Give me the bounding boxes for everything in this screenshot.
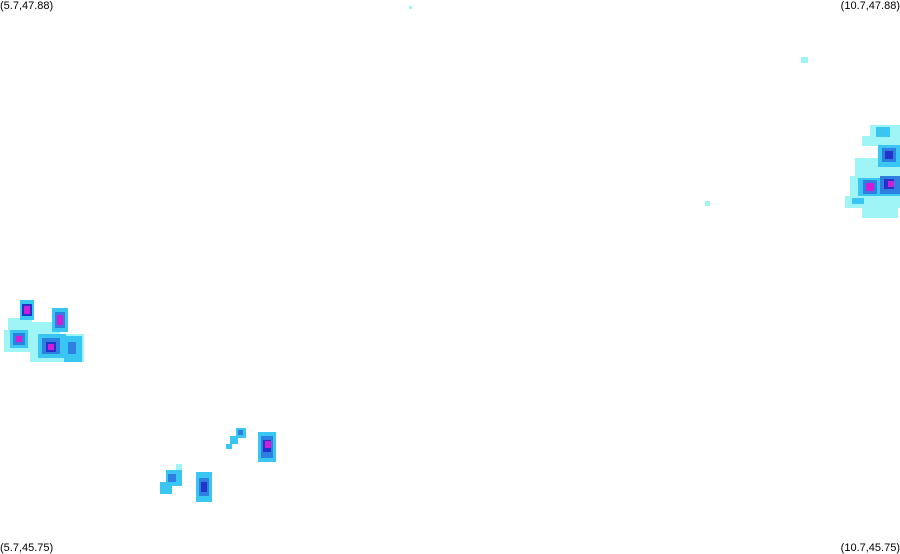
corner-coordinate-top-right: (10.7,47.88) xyxy=(840,0,900,12)
echo-cluster-south xyxy=(160,428,276,502)
corner-coordinate-bottom-right: (10.7,45.75) xyxy=(840,542,900,554)
echo-cluster-west xyxy=(4,300,84,362)
echo-isolated-cells xyxy=(409,6,808,206)
echo-cluster-east xyxy=(845,125,900,218)
corner-coordinate-top-left: (5.7,47.88) xyxy=(0,0,54,12)
corner-coordinate-bottom-left: (5.7,45.75) xyxy=(0,542,54,554)
